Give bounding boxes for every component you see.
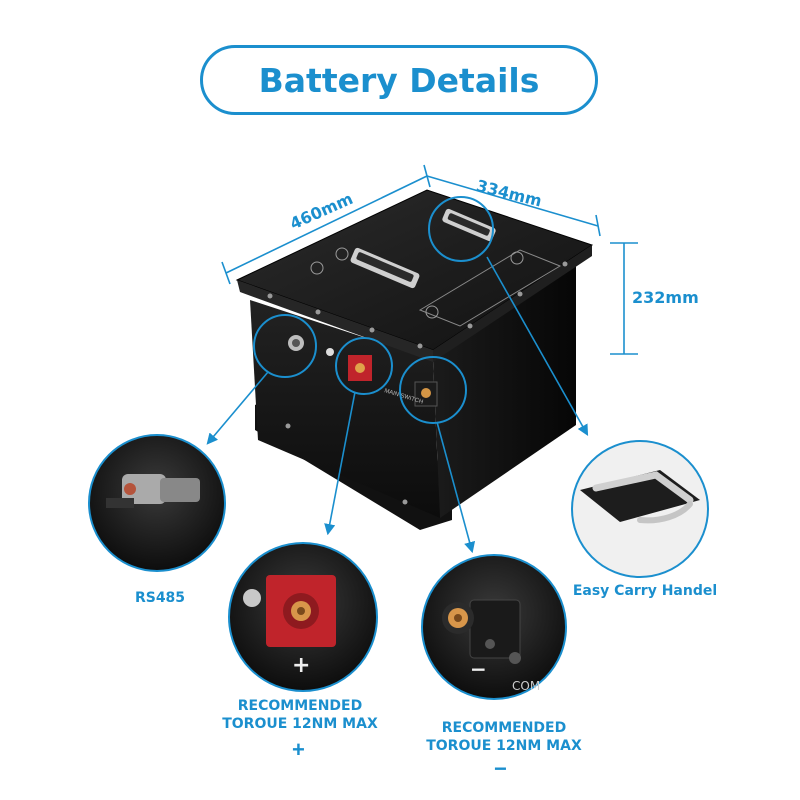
title-banner: Battery Details [200, 45, 598, 115]
highlight-circles [253, 196, 494, 424]
svg-text:−: − [470, 657, 487, 681]
negative-torque-line2: TOROUE 12NM MAX [426, 738, 582, 754]
battery-body: MAIN SWITCH [235, 189, 594, 530]
negative-terminal-zoom: − COM [421, 554, 567, 700]
positive-terminal-zoom: + [228, 542, 378, 692]
positive-torque-line2: TOROUE 12NM MAX [222, 716, 378, 732]
svg-text:+: + [292, 653, 310, 678]
negative-sign: − [494, 756, 507, 781]
positive-torque-line1: RECOMMENDED [237, 698, 363, 714]
negative-torque-line1: RECOMMENDED [441, 720, 567, 736]
svg-text:COM: COM [512, 679, 540, 693]
handle-zoom [571, 440, 709, 578]
dimension-lines [221, 164, 638, 355]
height-dimension-label: 232mm [632, 288, 699, 307]
rs485-label: RS485 [134, 590, 186, 606]
page-title: Battery Details [258, 60, 540, 100]
positive-sign: + [292, 737, 305, 762]
handle-label: Easy Carry Handel [572, 583, 718, 599]
rs485-zoom [88, 434, 226, 572]
